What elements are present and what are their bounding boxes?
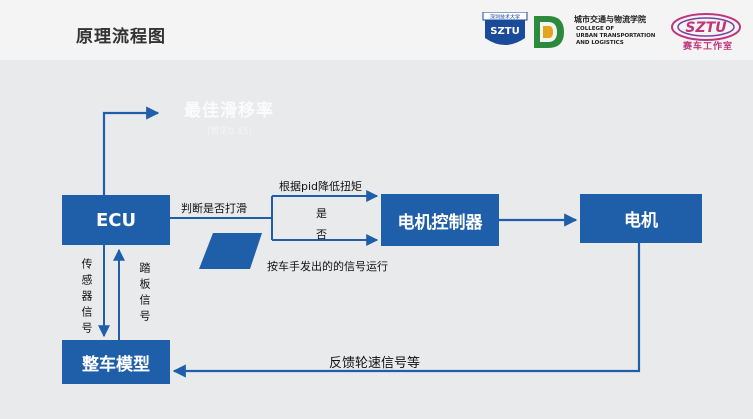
optimal-slip-note: (暂定0.15)	[207, 127, 253, 137]
sensor-signal-label: 传感器信号	[80, 258, 93, 338]
svg-text:SZTU: SZTU	[685, 20, 727, 36]
wheel-speed-feedback-label: 反馈轮速信号等	[329, 356, 421, 371]
school-name-cn: 城市交通与物流学院	[574, 15, 646, 24]
page-title: 原理流程图	[76, 27, 166, 47]
driver-input-parallelogram	[199, 233, 262, 269]
judge-slip-label: 判断是否打滑	[181, 202, 247, 215]
motor-controller-box: 电机控制器	[381, 194, 499, 246]
motor-box: 电机	[580, 194, 702, 243]
sztu-logo-icon: SZTU 深圳技术大学	[482, 12, 528, 45]
pedal-signal-label: 踏板信号	[138, 262, 151, 326]
college-logo-icon	[534, 16, 564, 48]
header-bar: 原理流程图 SZTU 深圳技术大学 城市交通与物流学院 COLLEGE OF U…	[0, 0, 753, 60]
racing-team-logo-icon: SZTU	[671, 13, 741, 41]
no-label: 否	[316, 228, 327, 241]
vehicle-model-box: 整车模型	[62, 340, 170, 384]
svg-text:SZTU: SZTU	[490, 26, 519, 37]
reduce-torque-label: 根据pid降低扭矩	[279, 180, 363, 193]
school-name-en: COLLEGE OF URBAN TRANSPORTATION AND LOGI…	[576, 26, 656, 46]
driver-signal-label: 按车手发出的的信号运行	[267, 260, 388, 273]
ecu-to-slip-arrow	[102, 106, 160, 195]
optimal-slip-label: 最佳滑移率	[184, 101, 274, 121]
racing-team-name: 赛车工作室	[683, 42, 734, 52]
ecu-box: ECU	[62, 195, 170, 245]
yes-label: 是	[316, 207, 327, 220]
motor-feedback-arrow	[172, 243, 641, 378]
svg-text:深圳技术大学: 深圳技术大学	[490, 14, 520, 21]
